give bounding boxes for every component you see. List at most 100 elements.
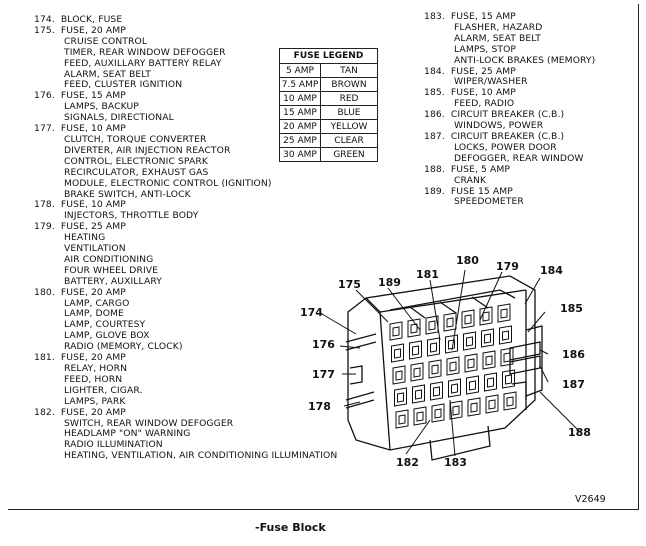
legend-color: BROWN — [320, 77, 378, 92]
circuit-item: FEED, CLUSTER IGNITION — [64, 79, 183, 91]
fuse-slot — [394, 387, 407, 407]
circuit-item: SPEEDOMETER — [454, 196, 524, 208]
fuse-heading: 189. FUSE 15 AMP — [424, 185, 513, 197]
fuse-heading: 183. FUSE, 15 AMP — [424, 11, 516, 22]
circuit-item: LOCKS, POWER DOOR — [454, 141, 557, 153]
fuse-slot — [464, 353, 478, 373]
fuse-heading: 178. FUSE, 10 AMP — [34, 199, 126, 211]
fuse-slot — [463, 331, 476, 351]
callout-179: 179 — [496, 260, 519, 273]
circuit-item: RADIO ILLUMINATION — [64, 439, 163, 451]
fuse-slot — [503, 391, 517, 411]
circuit-item: HEADLAMP "ON" WARNING — [64, 428, 191, 440]
circuit-item: AIR CONDITIONING — [64, 253, 154, 265]
fuse-slot — [392, 365, 406, 385]
fuse-slot — [443, 312, 457, 332]
fuse-block-body — [347, 275, 536, 451]
fuse-slot — [389, 321, 403, 341]
callout-183: 183 — [444, 456, 467, 469]
fuse-legend-title: FUSE LEGEND — [279, 48, 378, 64]
fuse-slot — [428, 359, 442, 379]
circuit-item: TIMER, REAR WINDOW DEFOGGER — [64, 46, 226, 58]
fuse-slot — [500, 347, 514, 367]
fuse-slot — [409, 340, 422, 360]
fuse-slot — [430, 381, 443, 401]
fuse-heading: 182. FUSE, 20 AMP — [34, 406, 126, 418]
fuse-slot — [410, 362, 424, 382]
legend-amp: 30 AMP — [279, 147, 321, 162]
fuse-slot — [481, 328, 494, 348]
circuit-item: HEATING, VENTILATION, AIR CONDITIONING I… — [64, 450, 338, 462]
callout-180: 180 — [456, 254, 479, 267]
fuse-slot — [482, 350, 496, 370]
circuit-item: FEED, RADIO — [454, 98, 515, 110]
fuse-slot — [412, 384, 425, 404]
legend-amp: 10 AMP — [279, 91, 321, 106]
legend-color: BLUE — [320, 105, 378, 120]
circuit-item: FLASHER, HAZARD — [454, 21, 543, 33]
callout-187: 187 — [562, 378, 585, 391]
circuit-item: SWITCH, REAR WINDOW DEFOGGER — [64, 417, 234, 429]
fuse-heading: 176. FUSE, 15 AMP — [34, 90, 126, 102]
fuse-heading: 174. BLOCK, FUSE — [34, 14, 123, 25]
fuse-heading: 177. FUSE, 10 AMP — [34, 123, 126, 135]
legend-amp: 7.5 AMP — [279, 77, 321, 92]
circuit-item: HEATING — [64, 232, 106, 244]
fuse-slot — [425, 315, 439, 335]
callout-177: 177 — [312, 368, 335, 381]
legend-amp: 5 AMP — [279, 63, 321, 78]
circuit-item: RADIO (MEMORY, CLOCK) — [64, 341, 183, 353]
circuit-item: RECIRCULATOR, EXHAUST GAS — [64, 166, 209, 178]
page-frame — [8, 4, 639, 510]
fuse-slot — [391, 343, 404, 363]
fuse-slot — [446, 356, 460, 376]
fuse-heading: 175. FUSE, 20 AMP — [34, 24, 126, 36]
callout-182: 182 — [396, 456, 419, 469]
circuit-item: FEED, HORN — [64, 373, 123, 385]
circuit-item: DIVERTER, AIR INJECTION REACTOR — [64, 144, 231, 156]
fuse-heading: 185. FUSE, 10 AMP — [424, 87, 516, 99]
callout-186: 186 — [562, 348, 585, 361]
legend-color: CLEAR — [320, 133, 378, 148]
fuse-slot — [395, 409, 409, 429]
circuit-item: CLUTCH, TORQUE CONVERTER — [64, 133, 207, 145]
figure-code: V2649 — [575, 494, 606, 505]
circuit-item: RELAY, HORN — [64, 363, 128, 374]
callout-labels: 175 189 181 180 179 184 185 186 187 174 … — [300, 254, 591, 469]
fuse-slot — [466, 375, 479, 395]
legend-amp: 15 AMP — [279, 105, 321, 120]
figure-caption: -Fuse Block — [255, 521, 326, 534]
fuse-heading: 179. FUSE, 25 AMP — [34, 221, 126, 233]
leader-lines — [321, 269, 581, 457]
legend-color: TAN — [320, 63, 378, 78]
circuit-item: MODULE, ELECTRONIC CONTROL (IGNITION) — [64, 177, 272, 189]
circuit-item: ALARM, SEAT BELT — [64, 68, 151, 80]
legend-color: RED — [320, 91, 378, 106]
callout-181: 181 — [416, 268, 439, 281]
circuit-item: ANTI-LOCK BRAKES (MEMORY) — [454, 54, 596, 66]
fuse-heading: 180. FUSE, 20 AMP — [34, 286, 126, 298]
fuse-slot — [485, 394, 499, 414]
fuse-heading: 188. FUSE, 5 AMP — [424, 163, 511, 175]
circuit-item: LAMP, CARGO — [64, 297, 130, 309]
fuse-slot — [431, 403, 445, 423]
callout-175: 175 — [338, 278, 361, 291]
fuse-heading: 181. FUSE, 20 AMP — [34, 352, 126, 364]
legend-amp: 20 AMP — [279, 119, 321, 134]
circuit-item: CRUISE CONTROL — [64, 35, 148, 47]
fuse-heading: 186. CIRCUIT BREAKER (C.B.) — [424, 109, 565, 121]
circuit-item: ALARM, SEAT BELT — [454, 32, 541, 44]
circuit-item: WINDOWS, POWER — [454, 120, 544, 132]
callout-174: 174 — [300, 306, 323, 319]
fuse-slot — [445, 334, 458, 354]
callout-189: 189 — [378, 276, 401, 289]
fuse-slot — [502, 369, 515, 389]
